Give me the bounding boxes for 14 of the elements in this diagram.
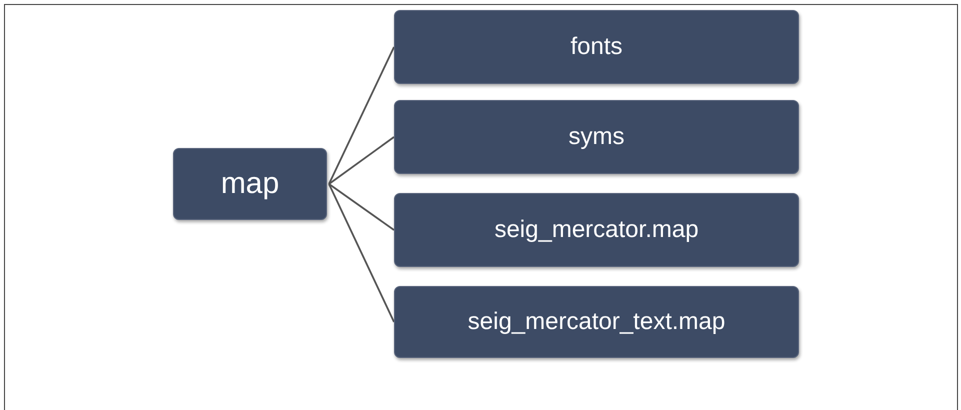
node-label: seig_mercator_text.map [468,308,726,336]
node-label: syms [568,123,624,151]
node-label: fonts [570,33,623,61]
connector-line [328,184,395,322]
connector-line [328,136,395,185]
node-label: seig_mercator.map [494,216,699,244]
node-box [173,148,327,220]
node-box [394,100,799,174]
connector-line [328,46,395,184]
node-box [394,10,799,84]
node-label: map [220,167,280,201]
node-box [394,193,799,267]
connector-line [328,183,395,231]
node-box [394,286,799,358]
